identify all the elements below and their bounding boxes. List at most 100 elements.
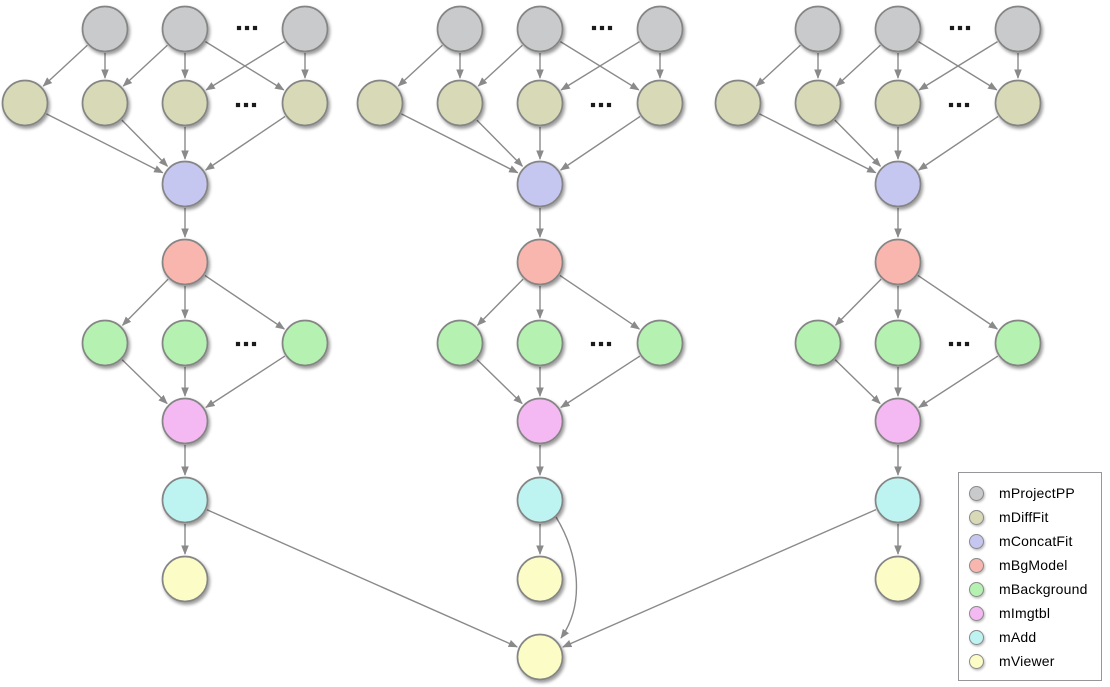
ellipsis-dots — [948, 102, 954, 108]
edge-arrow — [562, 508, 877, 648]
ellipsis-dots — [235, 341, 241, 347]
node-mProjectPP — [281, 5, 329, 53]
node-mViewer — [516, 555, 564, 603]
node-mDiffFit — [874, 79, 922, 127]
ellipsis-layer — [235, 25, 971, 347]
ellipsis-dots — [956, 341, 962, 347]
legend-label: mBgModel — [999, 557, 1068, 573]
node-mDiffFit — [436, 79, 484, 127]
node-mDiffFit — [714, 79, 762, 127]
node-mDiffFit — [281, 79, 329, 127]
node-mBgModel — [874, 238, 922, 286]
node-mBackground — [81, 319, 129, 367]
nodes-layer — [1, 5, 1042, 681]
ellipsis-dots — [591, 25, 597, 31]
legend-item-mAdd: mAdd — [959, 625, 1101, 649]
node-mViewer — [516, 633, 564, 681]
node-mProjectPP — [81, 5, 129, 53]
ellipsis-dots — [956, 102, 962, 108]
edge-arrow — [397, 44, 443, 87]
legend-swatch-mBackground — [969, 581, 984, 597]
ellipsis-dots — [964, 341, 970, 347]
ellipsis-dots — [948, 341, 954, 347]
legend-item-mProjectPP: mProjectPP — [959, 481, 1101, 505]
legend-swatch-mBgModel — [969, 557, 984, 573]
ellipsis-dots — [243, 341, 249, 347]
node-mProjectPP — [516, 5, 564, 53]
legend-label: mProjectPP — [999, 485, 1075, 501]
node-mProjectPP — [161, 5, 209, 53]
node-mBackground — [516, 319, 564, 367]
ellipsis-dots — [251, 102, 257, 108]
edge-arrow — [559, 115, 641, 171]
node-mAdd — [516, 476, 564, 524]
ellipsis-dots — [235, 102, 241, 108]
node-mProjectPP — [874, 5, 922, 53]
edge-arrow-curved — [555, 516, 578, 639]
legend-label: mAdd — [999, 629, 1037, 645]
legend-item-mBgModel: mBgModel — [959, 553, 1101, 577]
edge-arrow — [755, 44, 801, 87]
legend-item-mConcatFit: mConcatFit — [959, 529, 1101, 553]
legend-item-mDiffFit: mDiffFit — [959, 505, 1101, 529]
ellipsis-dots — [251, 341, 257, 347]
legend-label: mConcatFit — [999, 533, 1073, 549]
edge-arrow — [835, 44, 881, 87]
node-mAdd — [161, 476, 209, 524]
edge-arrow — [918, 41, 998, 91]
ellipsis-dots — [607, 25, 613, 31]
legend-swatch-mViewer — [969, 653, 984, 669]
node-mBackground — [636, 319, 684, 367]
legend-swatch-mImgtbl — [969, 605, 984, 621]
legend-swatch-mDiffFit — [969, 509, 984, 525]
node-mImgtbl — [516, 397, 564, 445]
edge-arrow — [204, 274, 286, 330]
ellipsis-dots — [598, 102, 604, 108]
edge-arrow — [476, 278, 524, 326]
ellipsis-dots — [606, 102, 612, 108]
ellipsis-dots — [965, 25, 971, 31]
legend-swatch-mAdd — [969, 629, 984, 645]
node-mProjectPP — [636, 5, 684, 53]
edge-arrow — [834, 359, 881, 405]
edge-arrow — [122, 44, 168, 87]
node-mConcatFit — [161, 160, 209, 208]
edge-arrow — [121, 119, 169, 167]
node-mDiffFit — [356, 79, 404, 127]
node-mBackground — [794, 319, 842, 367]
node-mDiffFit — [994, 79, 1042, 127]
node-mConcatFit — [874, 160, 922, 208]
legend-label: mDiffFit — [999, 509, 1049, 525]
node-mBgModel — [516, 238, 564, 286]
edge-arrow — [918, 355, 999, 408]
ellipsis-dots — [252, 25, 258, 31]
node-mProjectPP — [794, 5, 842, 53]
node-mProjectPP — [436, 5, 484, 53]
ellipsis-dots — [243, 102, 249, 108]
legend-swatch-mConcatFit — [969, 533, 984, 549]
edge-arrow — [121, 359, 168, 405]
node-mConcatFit — [516, 160, 564, 208]
edges-layer — [42, 41, 1022, 648]
legend: mProjectPP mDiffFit mConcatFit mBgModel mBac… — [958, 472, 1102, 681]
node-mImgtbl — [161, 397, 209, 445]
edge-arrow — [205, 41, 285, 91]
node-mBackground — [994, 319, 1042, 367]
ellipsis-dots — [598, 341, 604, 347]
node-mBgModel — [161, 238, 209, 286]
legend-item-mViewer: mViewer — [959, 649, 1101, 673]
node-mDiffFit — [161, 79, 209, 127]
ellipsis-dots — [957, 25, 963, 31]
edge-arrow — [477, 44, 523, 87]
node-mDiffFit — [794, 79, 842, 127]
node-mImgtbl — [874, 397, 922, 445]
edge-arrow — [917, 274, 999, 330]
edge-arrow — [121, 278, 169, 326]
node-mBackground — [874, 319, 922, 367]
legend-label: mBackground — [999, 581, 1088, 597]
edge-arrow — [476, 359, 523, 405]
edge-arrow — [759, 113, 877, 174]
legend-label: mViewer — [999, 653, 1055, 669]
node-mBackground — [281, 319, 329, 367]
legend-label: mImgtbl — [999, 605, 1051, 621]
